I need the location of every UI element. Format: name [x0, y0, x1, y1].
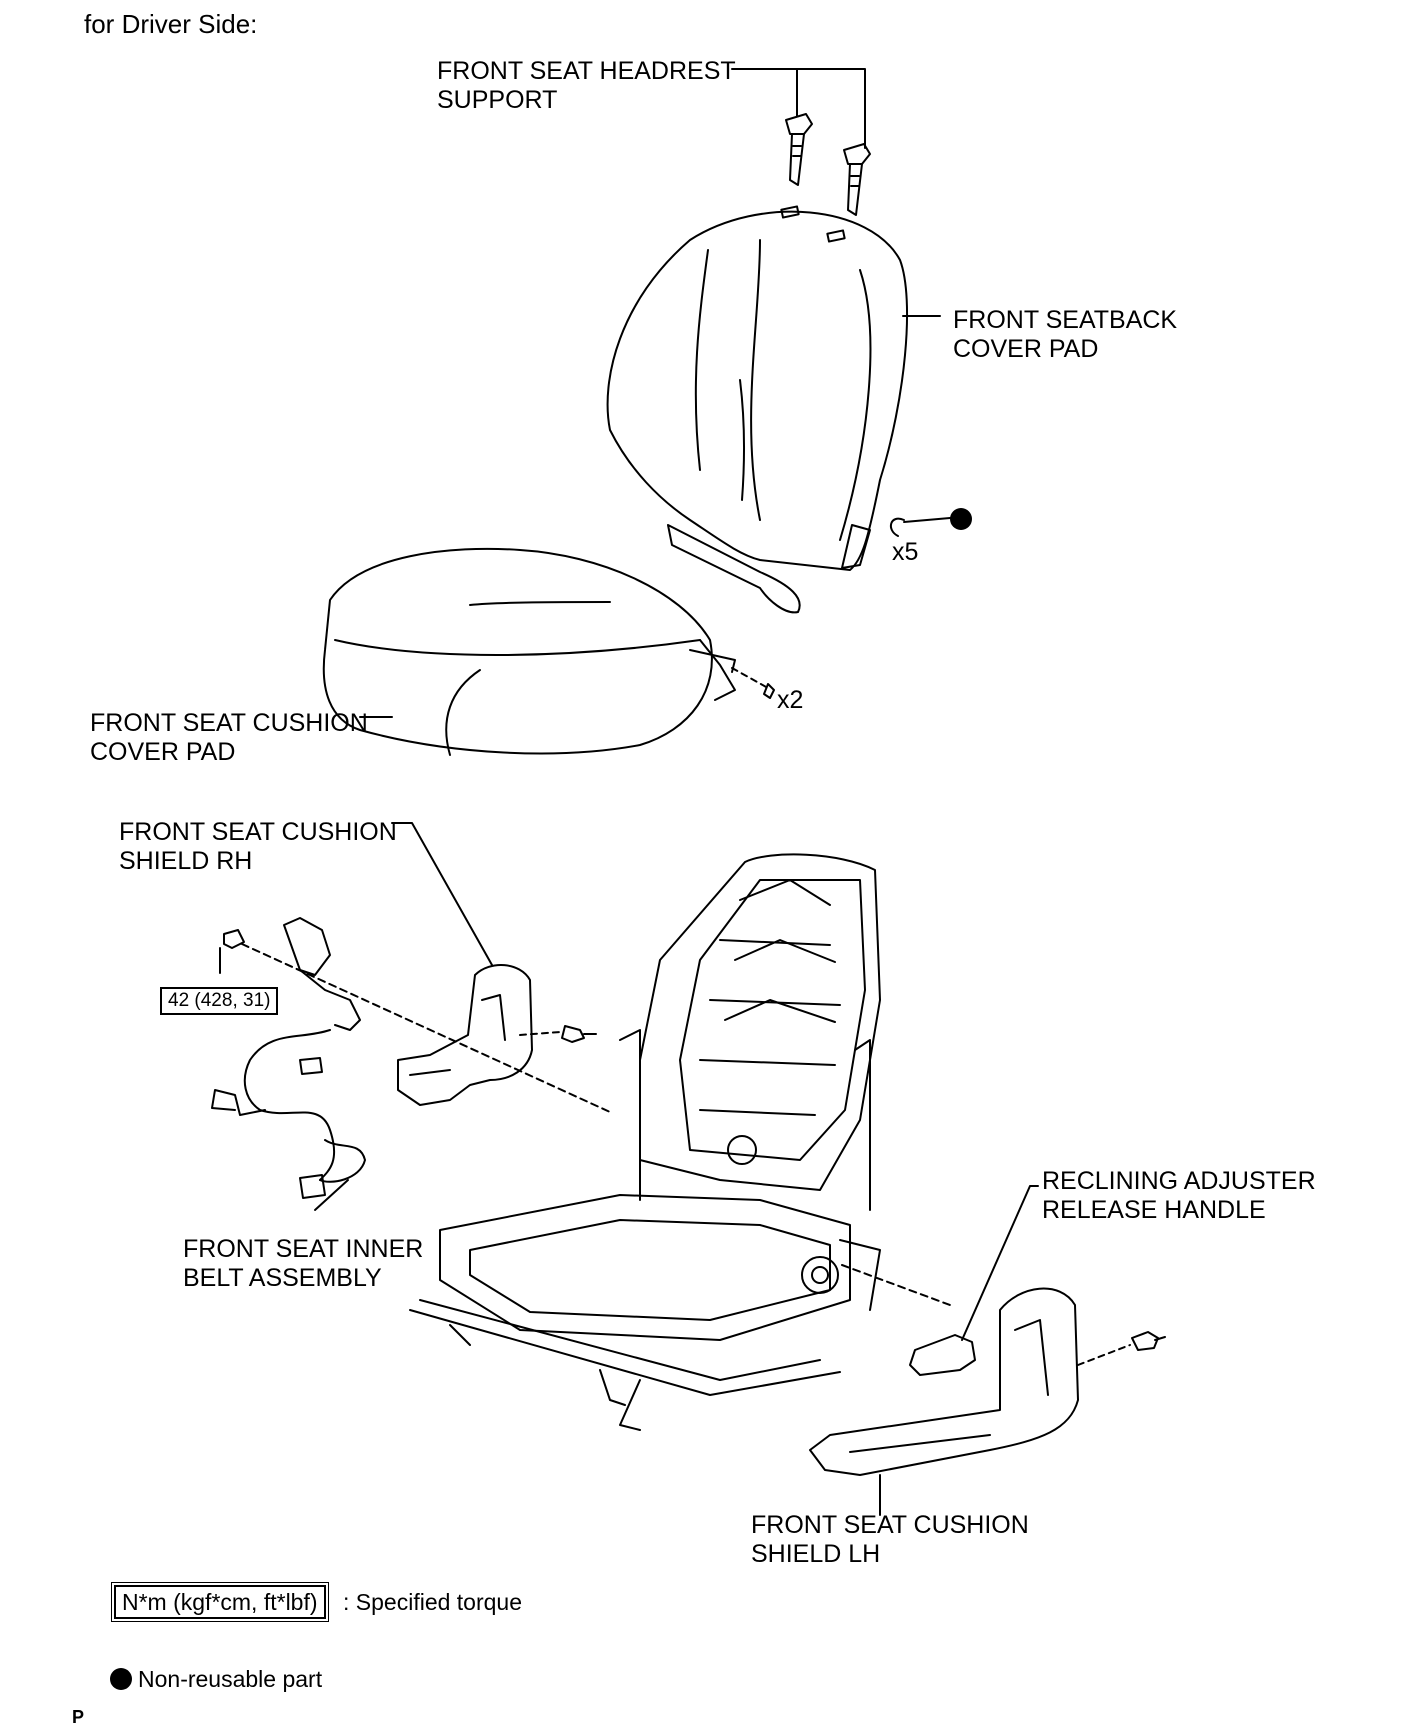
hog-ring-icon — [889, 517, 951, 537]
legend-torque-units: N*m (kgf*cm, ft*lbf) — [111, 1582, 329, 1622]
seat-frame — [409, 853, 881, 1431]
headrest-support-right — [843, 143, 871, 216]
qty-hog-rings: x5 — [892, 538, 919, 566]
headrest-support-left — [785, 113, 813, 186]
nonreusable-marker-icon — [950, 508, 972, 530]
shield-lh-dash — [841, 1264, 951, 1306]
qty-clips: x2 — [777, 686, 804, 714]
shield-rh-leader — [391, 822, 493, 966]
footer-mark: P — [72, 1707, 85, 1727]
inner-belt-assembly — [211, 917, 611, 1199]
diagram-title: for Driver Side: — [84, 9, 258, 39]
cushion-shield-lh — [809, 1287, 1166, 1476]
headrest-support-leader — [731, 68, 866, 149]
inner-belt-leader — [314, 1179, 349, 1211]
legend-nonreusable-desc: Non-reusable part — [138, 1666, 323, 1692]
legend-nonreusable-icon — [110, 1668, 132, 1690]
seatback-cover-pad — [606, 205, 909, 614]
torque-value-box: 42 (428, 31) — [160, 987, 279, 1015]
reclining-adjuster-release-handle — [909, 1334, 976, 1376]
legend-torque-desc: : Specified torque — [343, 1589, 523, 1615]
handle-leader — [961, 1185, 1039, 1341]
seat-cushion-cover-pad — [322, 547, 736, 756]
cushion-shield-rh — [397, 963, 597, 1106]
cushion-clip-leader — [731, 667, 775, 699]
